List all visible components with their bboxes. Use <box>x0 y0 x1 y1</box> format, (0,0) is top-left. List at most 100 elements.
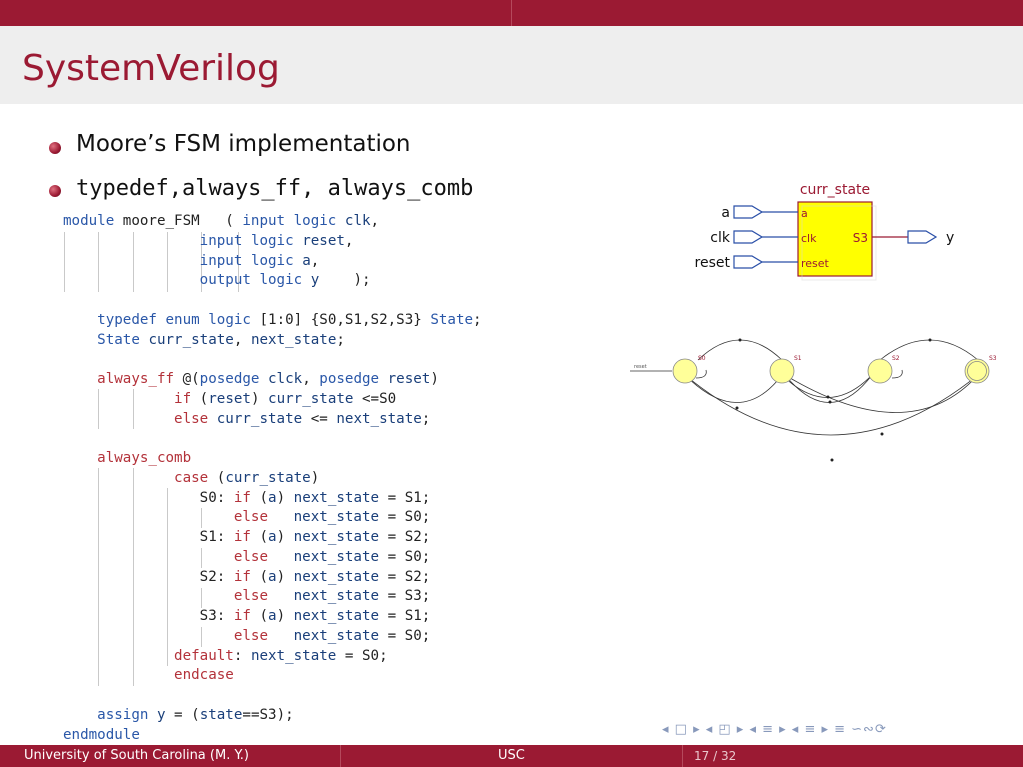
code-token: curr_state <box>225 469 311 486</box>
code-token: moore_FSM ( <box>114 213 243 229</box>
code-token: ( <box>250 529 269 545</box>
state-s2 <box>867 358 893 384</box>
code-token <box>294 253 303 269</box>
code-token: else <box>174 410 209 427</box>
code-line: else next_state = S0; <box>63 548 482 568</box>
code-block: module moore_FSM ( input logic clk, inpu… <box>63 212 482 745</box>
code-token: logic <box>293 213 337 229</box>
code-token: y <box>156 706 166 723</box>
code-token: = S0; <box>379 548 431 565</box>
code-line: input logic a, <box>63 252 482 272</box>
code-token: <=S0 <box>353 390 397 407</box>
input-label-a: a <box>721 205 730 221</box>
code-token: else <box>233 509 269 526</box>
code-token <box>268 588 294 604</box>
code-token: ( <box>250 608 269 624</box>
code-token <box>63 628 234 644</box>
code-line: S1: if (a) next_state = S2; <box>63 528 482 548</box>
footer-page-number: 17 / 32 <box>694 749 737 763</box>
code-token: ==S3); <box>242 706 294 723</box>
code-token: ); <box>319 272 371 289</box>
code-token: , <box>302 371 320 387</box>
bullet-icon <box>49 142 61 154</box>
code-line: else next_state = S0; <box>63 627 482 647</box>
bullet-text-2: typedef,always_ff, always_comb <box>76 176 474 201</box>
code-token: endmodule <box>63 726 140 743</box>
code-token: enum <box>165 311 200 328</box>
code-token: next_state <box>293 509 380 526</box>
code-token: y <box>310 272 320 289</box>
code-token <box>63 588 234 604</box>
code-token: = S0; <box>379 509 431 526</box>
code-token: ; <box>473 311 482 328</box>
code-token: clk <box>344 213 371 229</box>
code-token <box>285 213 294 229</box>
code-line <box>63 350 482 370</box>
navigation-controls[interactable]: ◂ □ ▸ ◂ ◰ ▸ ◂ ≡ ▸ ◂ ≡ ▸ ≡ ∽∾⟳ <box>662 722 887 737</box>
code-line: else curr_state <= next_state; <box>63 410 482 430</box>
code-token <box>63 667 174 683</box>
code-token: curr_state <box>216 410 303 427</box>
code-token: a <box>268 489 277 506</box>
code-line <box>63 686 482 706</box>
footer-short-title: USC <box>498 748 525 763</box>
code-token: = S1; <box>379 489 431 506</box>
code-token <box>379 371 388 387</box>
code-token: default <box>174 647 234 664</box>
code-token: ) <box>276 608 294 624</box>
code-line: typedef enum logic [1:0] {S0,S1,S2,S3} S… <box>63 311 482 331</box>
code-token: if <box>233 608 251 624</box>
port-label-a: a <box>801 207 808 220</box>
code-token: ( <box>208 469 226 486</box>
code-token: [1:0] {S0,S1,S2,S3} <box>250 311 431 328</box>
code-token: next_state <box>250 647 337 664</box>
block-box <box>797 201 873 277</box>
code-token: if <box>233 489 251 506</box>
code-token: reset <box>208 390 251 407</box>
code-token: reset <box>387 371 431 387</box>
state-s1 <box>769 358 795 384</box>
output-port-y-icon <box>907 230 938 244</box>
code-token: : <box>233 647 251 664</box>
code-token: reset <box>302 232 345 249</box>
code-token: else <box>233 627 269 644</box>
code-token: , <box>233 331 251 348</box>
code-token: S2: <box>63 568 234 585</box>
port-label-s3: S3 <box>853 231 868 245</box>
code-token <box>63 253 200 269</box>
code-token: curr_state <box>268 390 354 407</box>
code-token <box>157 312 166 328</box>
code-token <box>268 509 294 525</box>
code-token: S3: <box>63 608 234 624</box>
code-token: ) <box>310 469 320 486</box>
code-token: posedge <box>319 371 380 387</box>
code-line: S0: if (a) next_state = S1; <box>63 489 482 509</box>
code-token <box>63 450 97 466</box>
code-token: ) <box>430 371 439 387</box>
code-token: ) <box>276 529 294 545</box>
code-token: next_state <box>293 548 380 565</box>
input-port-reset-icon <box>733 255 764 269</box>
code-token: <= <box>302 410 337 427</box>
code-token: posedge <box>199 371 260 387</box>
code-token: = S3; <box>379 588 431 605</box>
code-token: logic <box>208 311 251 328</box>
code-token: if <box>174 390 192 407</box>
input-label-reset: reset <box>695 255 731 271</box>
code-token: next_state <box>293 627 380 644</box>
code-token: ( <box>250 568 269 585</box>
code-token <box>63 233 200 249</box>
code-line: module moore_FSM ( input logic clk, <box>63 212 482 232</box>
code-token <box>200 312 209 328</box>
code-token <box>63 332 97 348</box>
code-token <box>208 411 217 427</box>
code-token: always_ff <box>97 371 175 387</box>
code-token <box>302 272 311 288</box>
code-token: , <box>344 232 354 249</box>
port-label-clk: clk <box>801 232 817 245</box>
code-token: a <box>268 568 277 585</box>
code-token: clck <box>268 371 303 387</box>
code-token: assign <box>97 706 149 723</box>
code-line: default: next_state = S0; <box>63 647 482 667</box>
code-token: a <box>302 252 311 269</box>
